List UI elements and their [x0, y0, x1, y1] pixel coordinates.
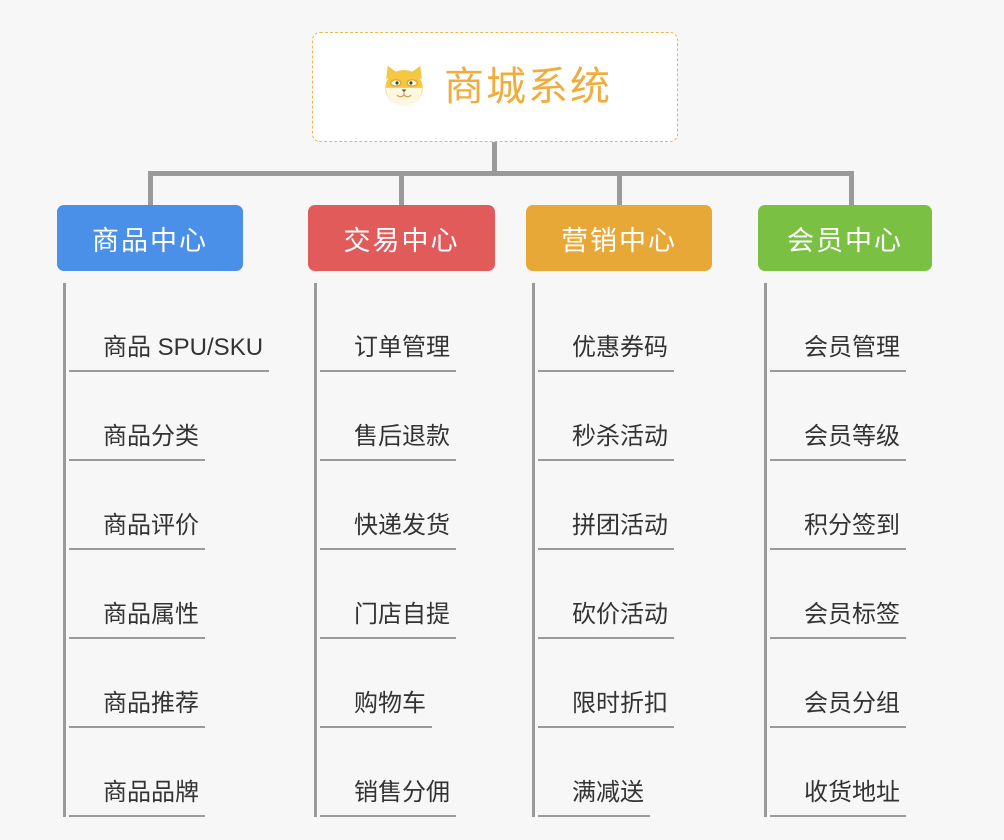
list-item[interactable]: 购物车: [314, 639, 495, 728]
list-item[interactable]: 售后退款: [314, 372, 495, 461]
connector-root-stem: [492, 142, 497, 174]
leaf-label: 快递发货: [320, 511, 456, 550]
root-node[interactable]: 商城系统: [312, 32, 678, 142]
leaf-label: 售后退款: [320, 422, 456, 461]
list-item[interactable]: 拼团活动: [532, 461, 712, 550]
branch-header-label: 会员中心: [787, 225, 903, 256]
branch-header-label: 商品中心: [92, 225, 208, 256]
leaf-label: 商品推荐: [69, 689, 205, 728]
leaf-label: 会员标签: [770, 600, 906, 639]
leaf-list-product-center: 商品 SPU/SKU 商品分类 商品评价 商品属性 商品推荐 商品品牌: [57, 283, 270, 817]
leaf-label: 商品品牌: [69, 778, 205, 817]
leaf-list-member-center: 会员管理 会员等级 积分签到 会员标签 会员分组 收货地址: [758, 283, 932, 817]
connector-drop-product-center: [148, 171, 153, 207]
list-item[interactable]: 会员分组: [764, 639, 932, 728]
leaf-label: 门店自提: [320, 600, 456, 639]
branch-member-center: 会员中心 会员管理 会员等级 积分签到 会员标签 会员分组 收货地址: [758, 205, 932, 817]
leaf-label: 砍价活动: [538, 600, 674, 639]
branch-marketing-center: 营销中心 优惠券码 秒杀活动 拼团活动 砍价活动 限时折扣 满减送: [526, 205, 712, 817]
list-item[interactable]: 商品分类: [63, 372, 269, 461]
list-item[interactable]: 会员管理: [764, 283, 932, 372]
leaf-label: 商品 SPU/SKU: [69, 333, 270, 372]
branch-header-label: 交易中心: [343, 225, 460, 256]
leaf-label: 销售分佣: [320, 778, 456, 817]
connector-drop-trade-center: [399, 171, 404, 207]
list-item[interactable]: 收货地址: [764, 728, 932, 817]
leaf-label: 积分签到: [770, 511, 906, 550]
leaf-label: 会员等级: [770, 422, 906, 461]
leaf-label: 限时折扣: [538, 689, 674, 728]
branch-header-product-center[interactable]: 商品中心: [57, 205, 243, 271]
connector-drop-marketing-center: [617, 171, 622, 207]
leaf-list-marketing-center: 优惠券码 秒杀活动 拼团活动 砍价活动 限时折扣 满减送: [526, 283, 712, 817]
list-item[interactable]: 商品属性: [63, 550, 269, 639]
branch-header-trade-center[interactable]: 交易中心: [308, 205, 495, 271]
list-item[interactable]: 砍价活动: [532, 550, 712, 639]
list-item[interactable]: 快递发货: [314, 461, 495, 550]
list-item[interactable]: 积分签到: [764, 461, 932, 550]
branch-header-label: 营销中心: [561, 225, 677, 256]
connector-drop-member-center: [849, 171, 854, 207]
leaf-label: 订单管理: [320, 333, 456, 372]
list-item[interactable]: 秒杀活动: [532, 372, 712, 461]
list-item[interactable]: 限时折扣: [532, 639, 712, 728]
leaf-label: 收货地址: [770, 778, 906, 817]
list-item[interactable]: 门店自提: [314, 550, 495, 639]
leaf-label: 会员分组: [770, 689, 906, 728]
branch-header-member-center[interactable]: 会员中心: [758, 205, 932, 271]
list-item[interactable]: 商品 SPU/SKU: [63, 283, 270, 372]
leaf-label: 商品分类: [69, 422, 205, 461]
connector-horizontal-bus: [148, 171, 854, 176]
list-item[interactable]: 商品品牌: [63, 728, 269, 817]
branch-header-marketing-center[interactable]: 营销中心: [526, 205, 712, 271]
branch-trade-center: 交易中心 订单管理 售后退款 快递发货 门店自提 购物车 销售分佣: [308, 205, 495, 817]
shiba-dog-face-icon: [385, 65, 423, 107]
root-title: 商城系统: [444, 65, 612, 109]
list-item[interactable]: 优惠券码: [532, 283, 712, 372]
list-item[interactable]: 会员标签: [764, 550, 932, 639]
list-item[interactable]: 满减送: [532, 728, 712, 817]
leaf-label: 商品评价: [69, 511, 205, 550]
leaf-label: 购物车: [320, 689, 432, 728]
branch-product-center: 商品中心 商品 SPU/SKU 商品分类 商品评价 商品属性 商品推荐 商品品牌: [57, 205, 270, 817]
leaf-list-trade-center: 订单管理 售后退款 快递发货 门店自提 购物车 销售分佣: [308, 283, 495, 817]
list-item[interactable]: 销售分佣: [314, 728, 495, 817]
list-item[interactable]: 商品推荐: [63, 639, 269, 728]
leaf-label: 商品属性: [69, 600, 205, 639]
leaf-label: 会员管理: [770, 333, 906, 372]
list-item[interactable]: 商品评价: [63, 461, 269, 550]
leaf-label: 优惠券码: [538, 333, 674, 372]
list-item[interactable]: 会员等级: [764, 372, 932, 461]
list-item[interactable]: 订单管理: [314, 283, 495, 372]
leaf-label: 满减送: [538, 778, 650, 817]
leaf-label: 秒杀活动: [538, 422, 674, 461]
leaf-label: 拼团活动: [538, 511, 674, 550]
